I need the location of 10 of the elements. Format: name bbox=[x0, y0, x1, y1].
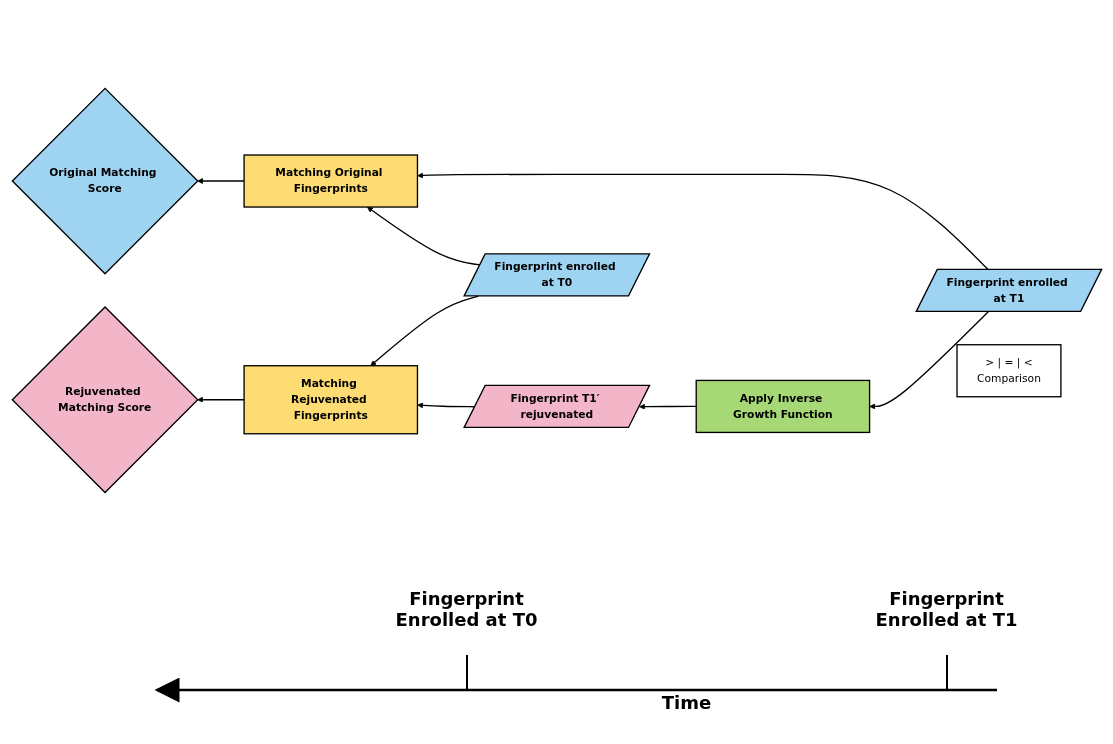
node-box: Apply Inverse Growth Function bbox=[695, 379, 870, 433]
tick-label: Fingerprint Enrolled at T1 bbox=[874, 588, 1019, 630]
node-box: > | = | < Comparison bbox=[955, 343, 1062, 398]
arrow bbox=[366, 206, 481, 266]
node-diamond: Original Matching Score bbox=[10, 87, 199, 275]
axis-label: Time bbox=[660, 692, 713, 713]
node-box: Matching Rejuvenated Fingerprints bbox=[242, 364, 418, 435]
node-box: Matching Original Fingerprints bbox=[242, 153, 418, 208]
node-diamond: Rejuvenated Matching Score bbox=[10, 305, 199, 493]
tick-label: Fingerprint Enrolled at T0 bbox=[394, 588, 539, 630]
